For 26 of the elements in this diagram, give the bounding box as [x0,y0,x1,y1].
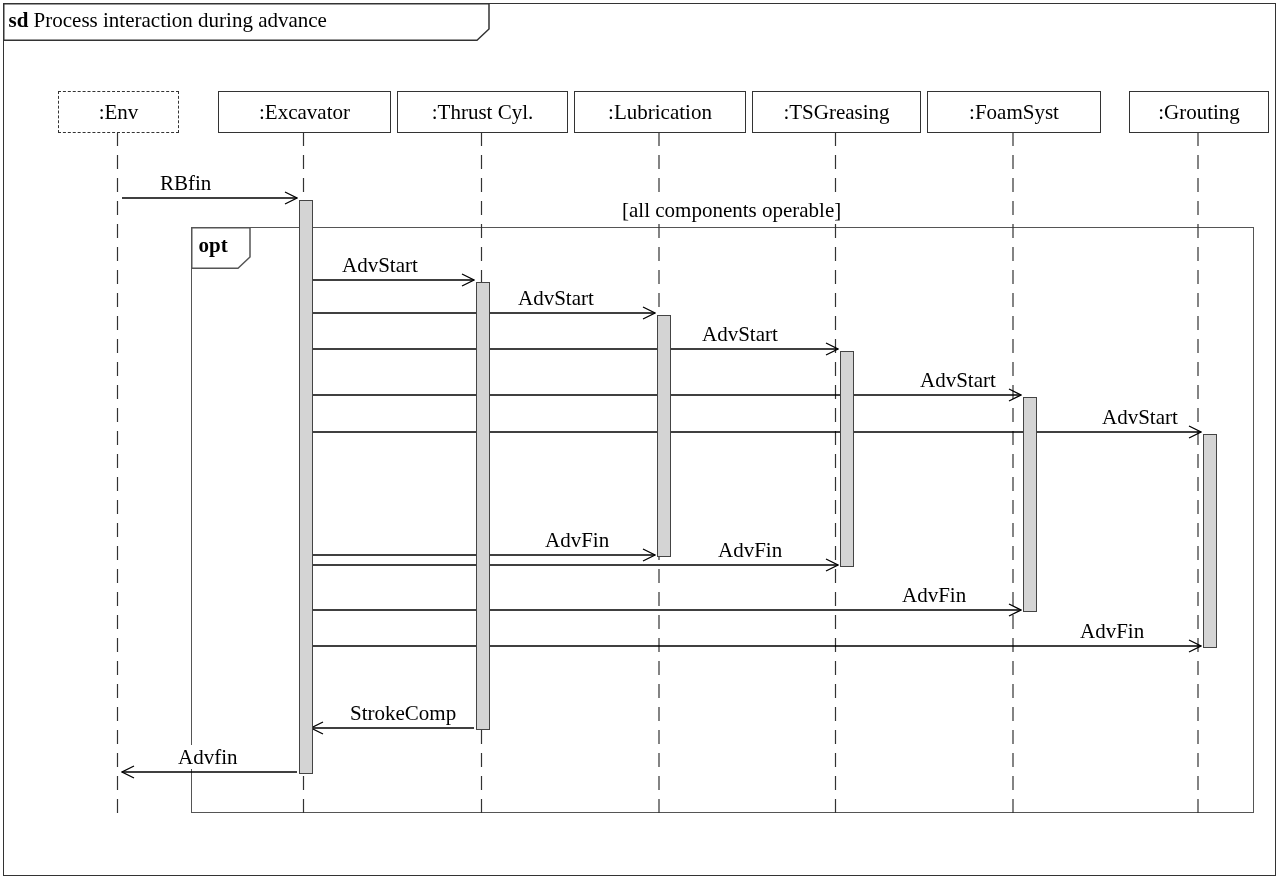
message-arrow [310,306,656,320]
lifeline-head: :Grouting [1129,91,1269,133]
message-arrow [310,388,1022,402]
activation-bar [657,315,671,557]
message-label: Advfin [178,745,238,769]
lifeline-head: :Env [58,91,179,133]
activation-bar [840,351,854,567]
message-arrow [121,191,298,205]
guard-condition: [all components operable] [622,198,842,223]
message-arrow [310,425,1202,439]
message-arrow [310,273,475,287]
lifeline-head: :Lubrication [574,91,746,133]
message-arrow [310,558,839,572]
lifeline-head: :FoamSyst [927,91,1101,133]
message-arrow [310,721,475,735]
activation-bar [1023,397,1037,612]
activation-bar [476,282,490,730]
message-arrow [121,765,298,779]
lifeline-head: :TSGreasing [752,91,921,133]
message-arrow [310,342,839,356]
message-arrow [310,548,656,562]
message-arrow [310,639,1202,653]
lifeline-head: :Excavator [218,91,391,133]
activation-bar [1203,434,1217,648]
message-arrow [310,603,1022,617]
lifeline-head: :Thrust Cyl. [397,91,568,133]
